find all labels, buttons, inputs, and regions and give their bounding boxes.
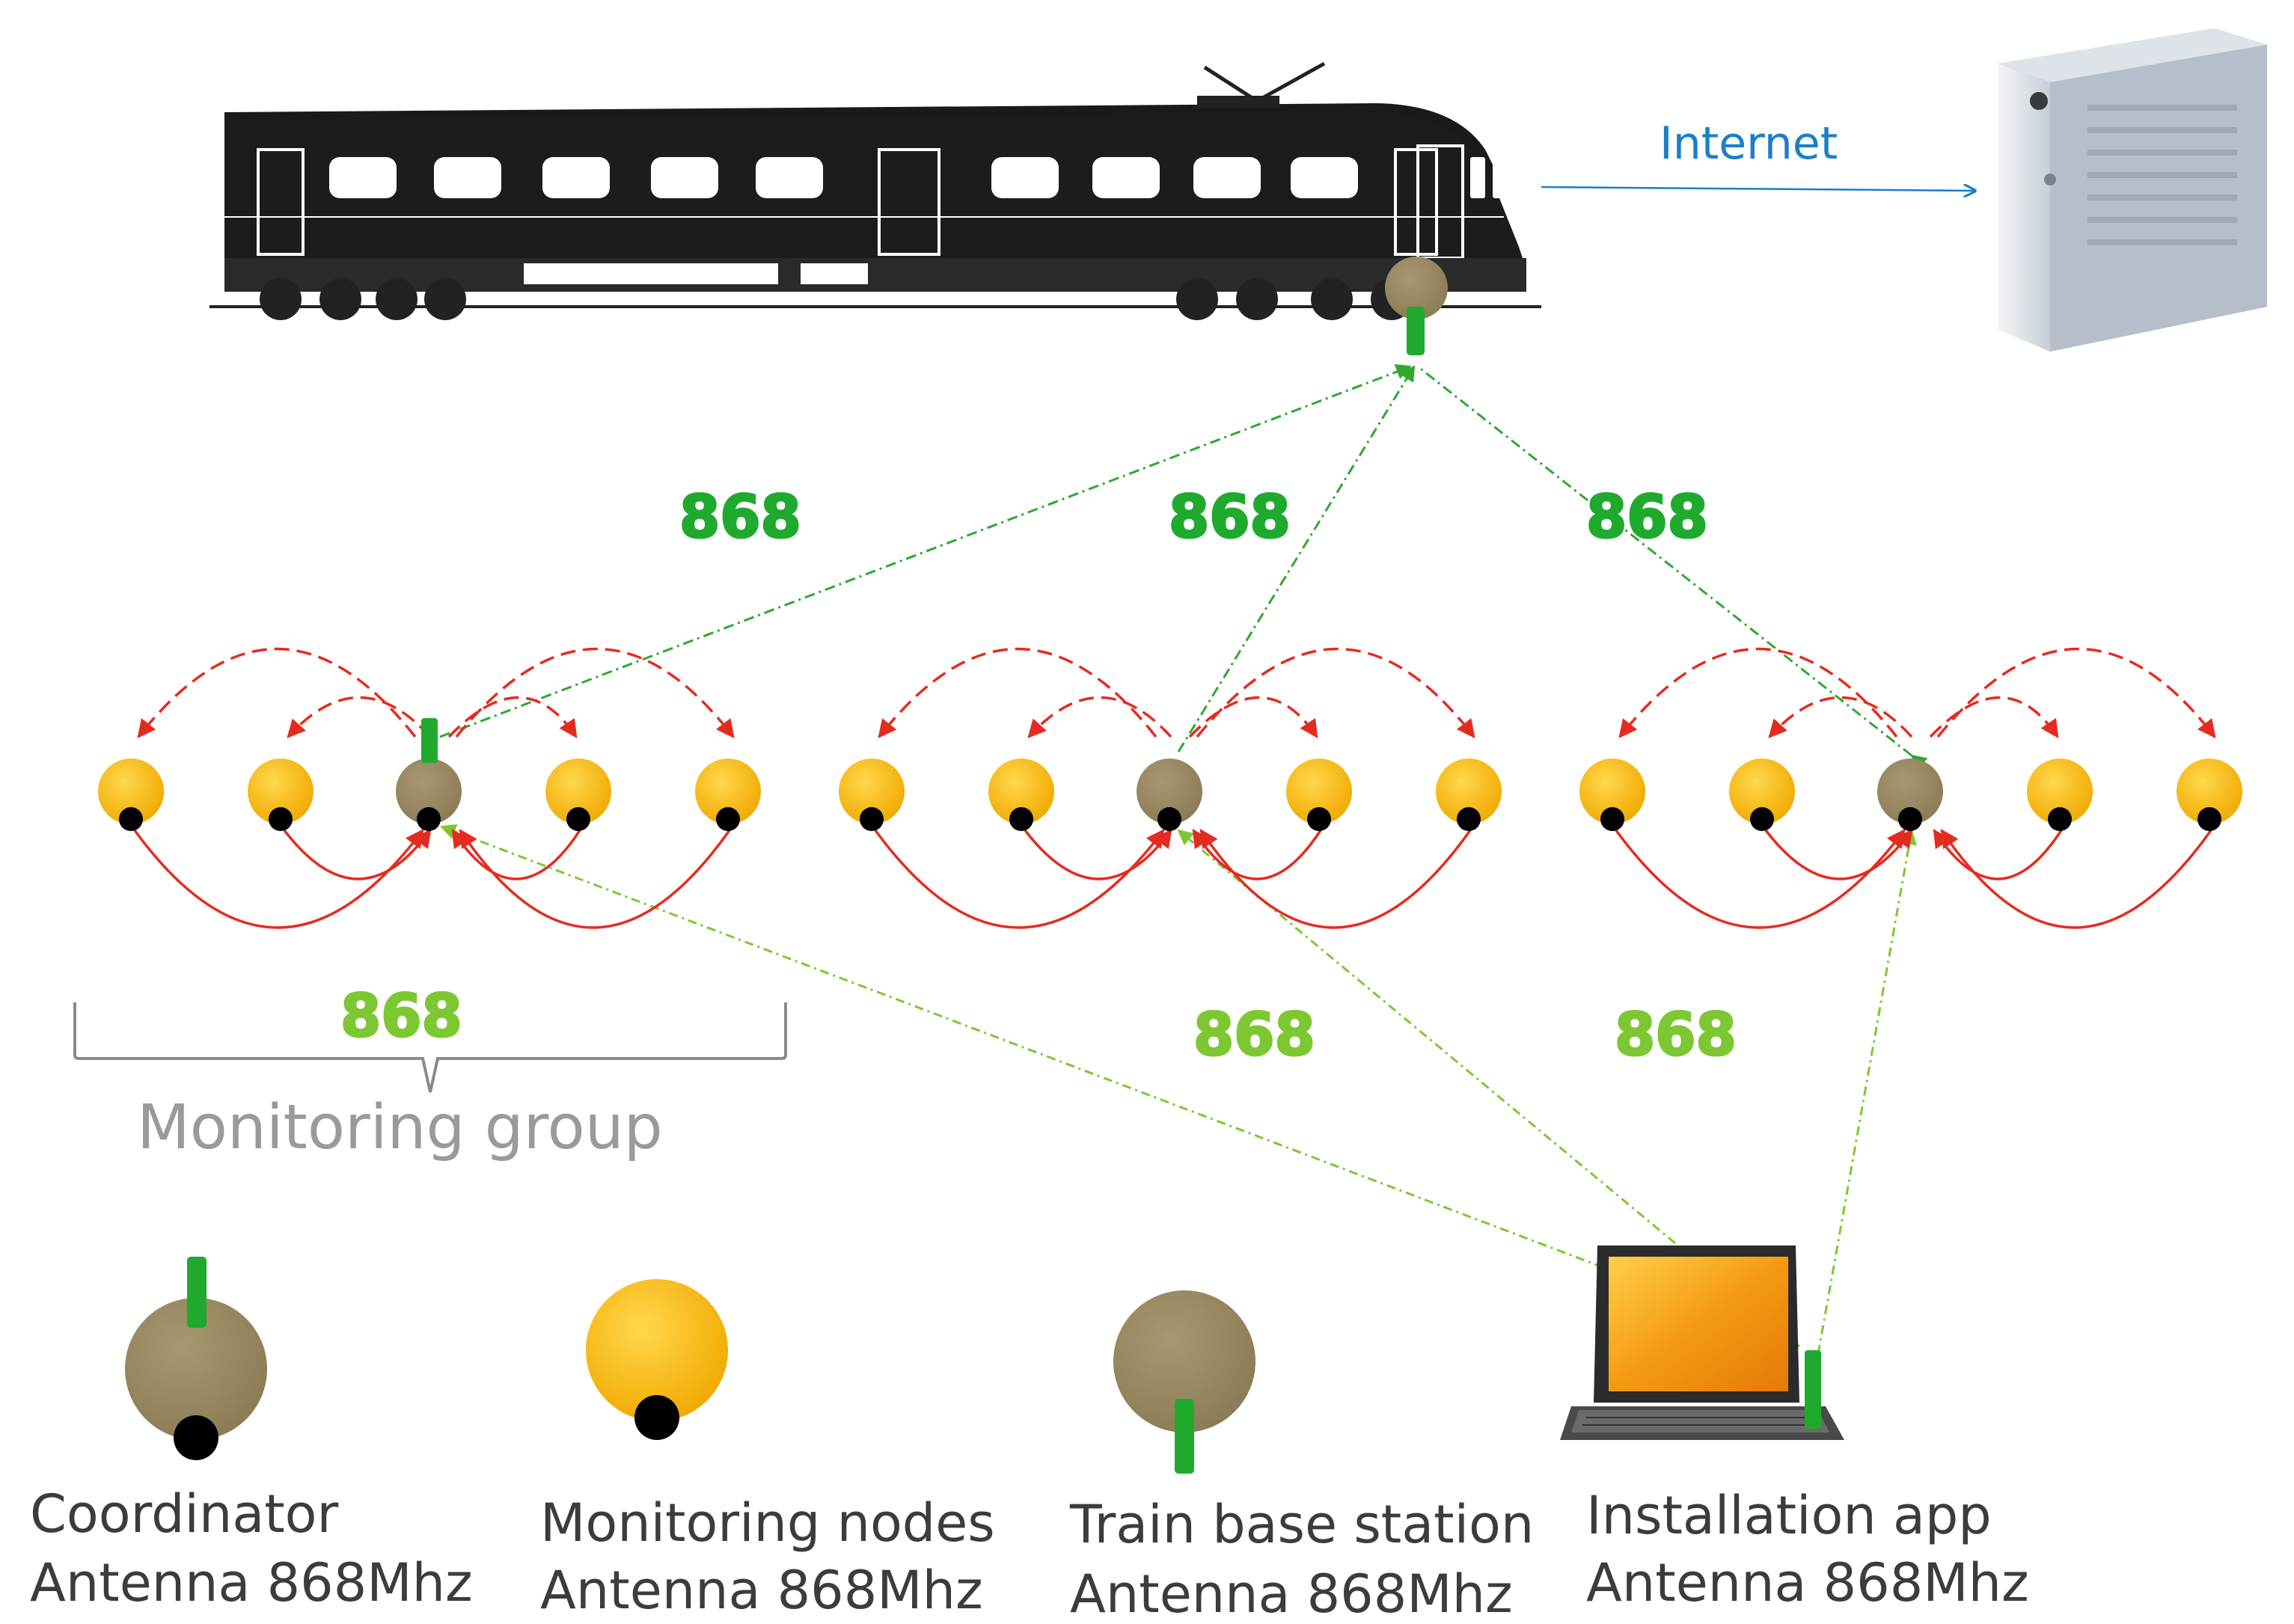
legend-install-subtitle: Antenna 868Mhz (1586, 1552, 2029, 1614)
legend-coordinator-title: Coordinator (30, 1483, 338, 1545)
monitoring-node (2027, 759, 2093, 831)
monitoring-node (695, 759, 761, 831)
legend-base-station-icon (1113, 1290, 1255, 1474)
legend-monitoring-subtitle: Antenna 868Mhz (540, 1560, 983, 1621)
train-base-station (1385, 257, 1448, 355)
coordinator-node (1877, 759, 1943, 831)
monitoring-group-2 (839, 647, 1502, 929)
monitoring-node (1286, 759, 1352, 831)
monitoring-node (248, 759, 313, 831)
legend-coordinator-icon (125, 1257, 267, 1460)
freq-label-top-3: 868 (1586, 484, 1708, 551)
monitoring-node (1579, 759, 1645, 831)
legend-base-station-subtitle: Antenna 868Mhz (1070, 1563, 1513, 1624)
monitoring-group-1 (98, 647, 761, 929)
coordinator-node (396, 718, 462, 831)
legend: Coordinator Antenna 868Mhz Monitoring no… (30, 1257, 2029, 1624)
legend-install-title: Installation app (1586, 1485, 1992, 1546)
monitoring-node (839, 759, 905, 831)
legend-base-station-title: Train base station (1069, 1494, 1534, 1555)
laptop-icon (1560, 1245, 1844, 1440)
freq-label-top-1: 868 (679, 484, 801, 551)
monitoring-node (2177, 759, 2242, 831)
installation-links (440, 824, 1918, 1355)
radio-links (439, 364, 1928, 770)
internet-label: Internet (1660, 117, 1838, 170)
freq-label-bottom-1: 868 (340, 983, 462, 1050)
internet-link: Internet (1541, 117, 1975, 191)
freq-label-top-2: 868 (1169, 484, 1291, 551)
monitoring-node (545, 759, 611, 831)
server-icon (1998, 28, 2267, 352)
group-label: Monitoring group (137, 1092, 663, 1163)
legend-monitoring-title: Monitoring nodes (540, 1492, 995, 1554)
train-illustration (209, 61, 1541, 320)
monitoring-group-3 (1579, 647, 2242, 929)
legend-coordinator-subtitle: Antenna 868Mhz (30, 1552, 473, 1614)
freq-label-bottom-2: 868 (1193, 1002, 1315, 1069)
frequency-labels: 868 868 868 868 868 868 (340, 483, 1738, 1070)
freq-label-bottom-3: 868 (1615, 1002, 1737, 1069)
monitoring-node (1729, 759, 1795, 831)
monitoring-group-brace: Monitoring group (73, 1002, 787, 1163)
monitoring-node (1436, 759, 1502, 831)
coordinator-node (1137, 759, 1202, 831)
monitoring-node (98, 759, 164, 831)
monitoring-node (988, 759, 1054, 831)
legend-monitoring-node-icon (586, 1279, 728, 1440)
